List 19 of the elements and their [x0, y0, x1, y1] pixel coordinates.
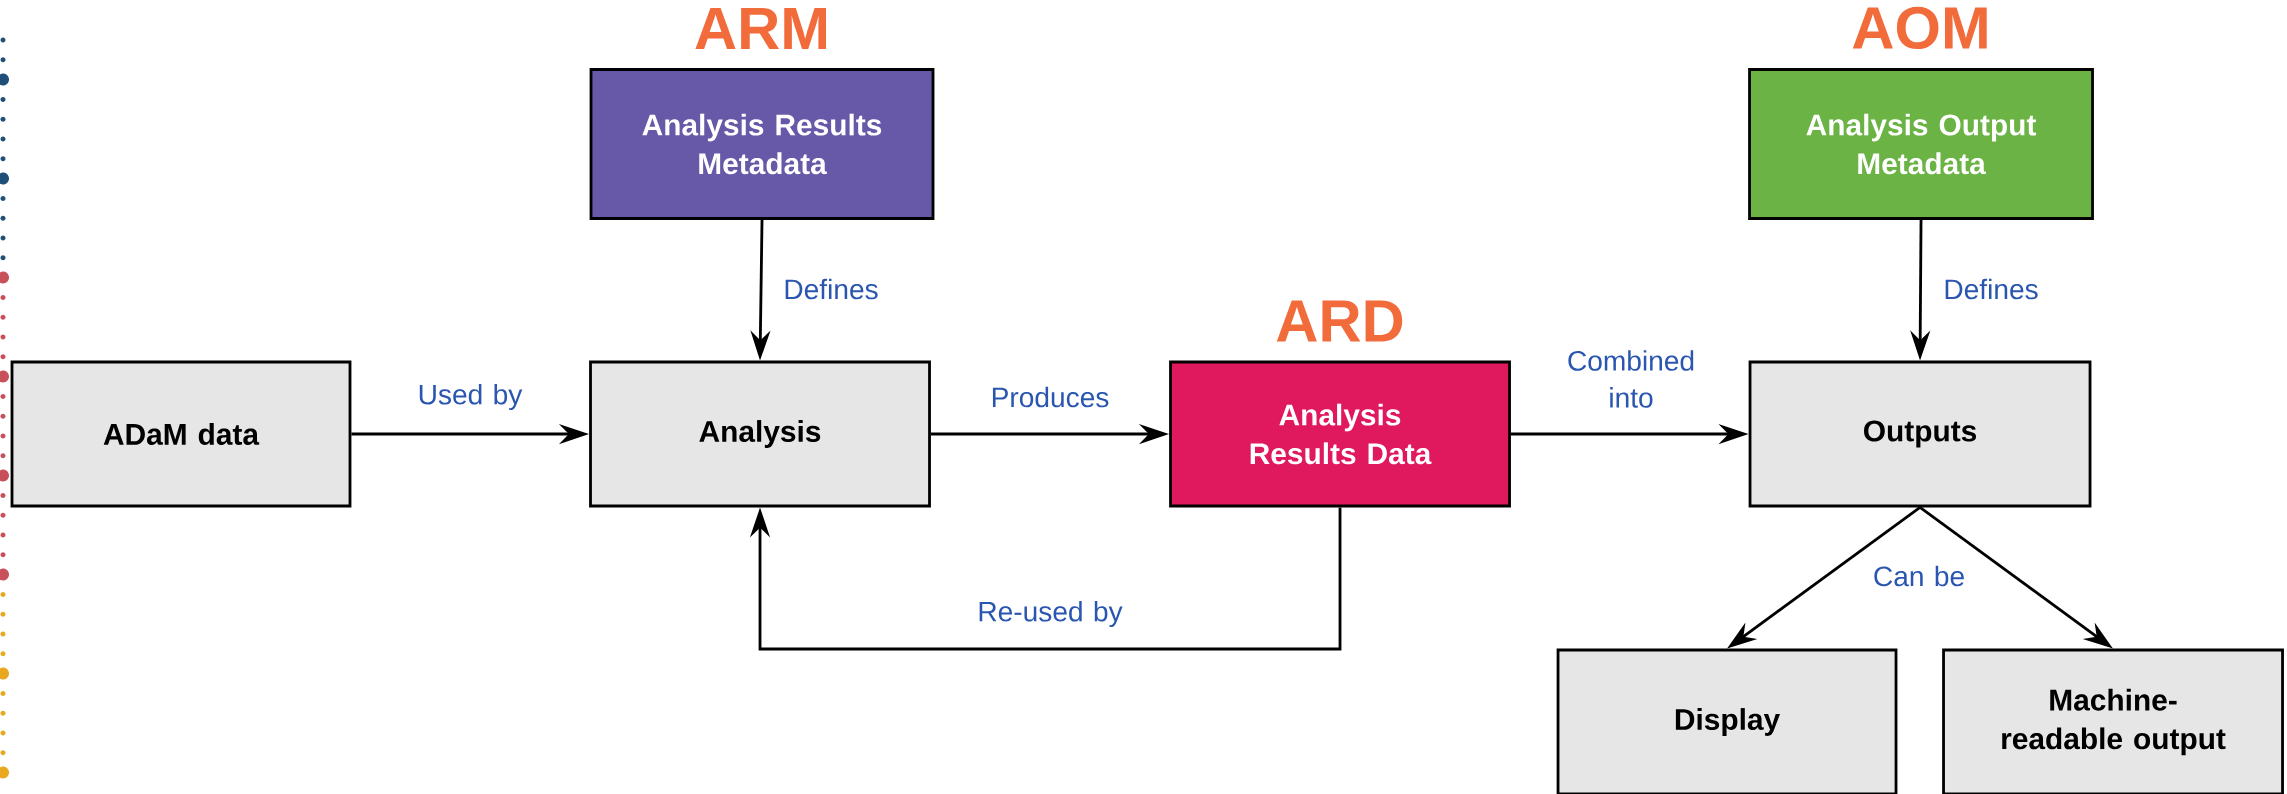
process-box: Machine-readable output [1942, 648, 2284, 794]
heading: ARM [695, 7, 826, 50]
process-box: Analysis Results Metadata [589, 68, 935, 220]
process-box: Display [1556, 648, 1898, 794]
process-box: Analysis Output Metadata [1748, 68, 2094, 220]
heading: ARD [1276, 300, 1403, 342]
process-box: ADaM data [10, 360, 352, 508]
edge-label: Can be [1874, 565, 1964, 587]
process-box: Outputs [1748, 360, 2092, 508]
heading: AOM [1852, 6, 1987, 50]
edge-label: Re-used by [979, 600, 1123, 628]
edge-label: Used by [419, 383, 523, 411]
process-box: Analysis [589, 360, 931, 508]
process-box: Analysis Results Data [1169, 360, 1511, 508]
edge-label: Produces [992, 386, 1109, 408]
edge-label: Combined into [1568, 350, 1694, 408]
edge-label: Defines [785, 278, 878, 300]
arrow [749, 507, 1342, 651]
edge-label: Defines [1945, 278, 2038, 300]
